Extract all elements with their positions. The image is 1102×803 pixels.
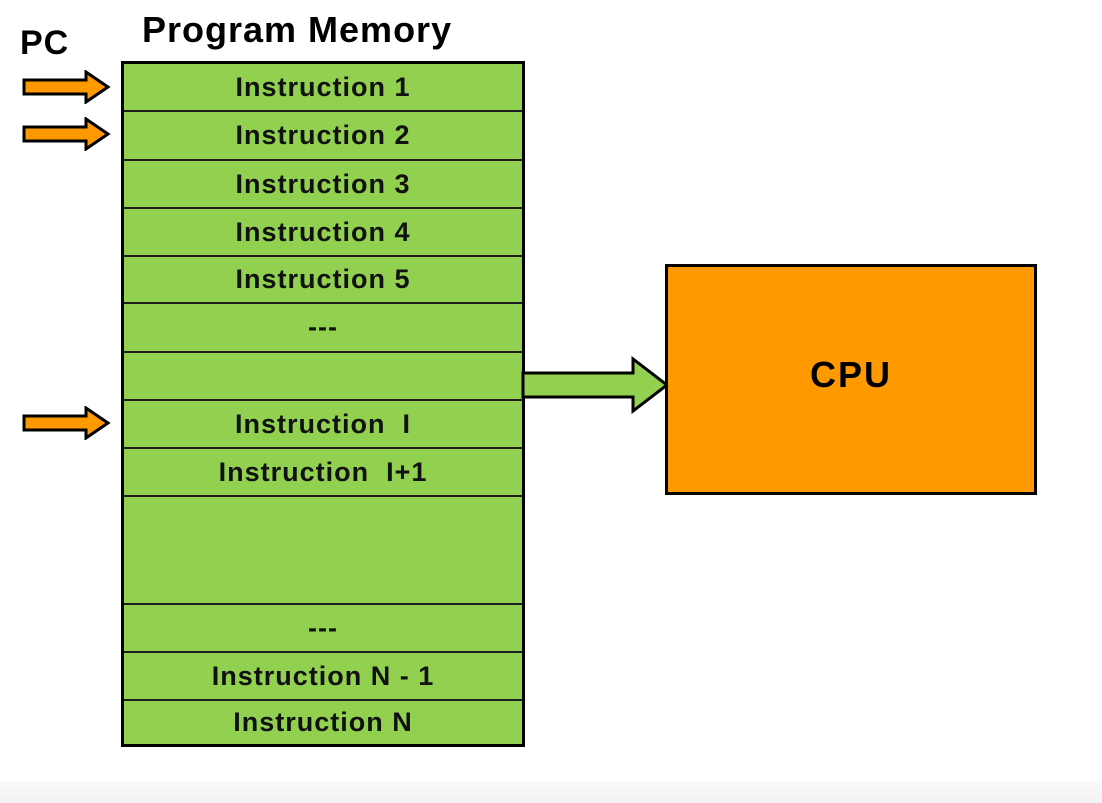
memory-cell-instruction-4: Instruction 4	[124, 209, 522, 257]
program-memory-block: Instruction 1 Instruction 2 Instruction …	[121, 61, 525, 747]
memory-cell-instruction-n: Instruction N	[233, 707, 413, 737]
memory-cell-instruction-n-minus-1: Instruction N - 1	[124, 653, 522, 701]
memory-cell-instruction-i: Instruction I	[124, 401, 522, 449]
pc-arrow-1	[22, 70, 111, 104]
cpu-label: CPU	[809, 353, 892, 395]
memory-to-cpu-arrow	[521, 356, 670, 415]
memory-cell-instruction-3: Instruction 3	[124, 161, 522, 209]
pc-label: PC	[20, 24, 70, 62]
memory-cell-empty-1	[124, 353, 522, 401]
memory-cell-instruction-i-plus-1: Instruction I+1	[124, 449, 522, 497]
memory-cell-instruction-1: Instruction 1	[124, 64, 522, 112]
pc-arrow-2	[22, 117, 111, 151]
bottom-strip	[0, 781, 1102, 803]
pc-arrow-3	[22, 406, 111, 440]
memory-cell-instruction-5: Instruction 5	[124, 257, 522, 304]
memory-cell-ellipsis-1: ---	[124, 304, 522, 353]
cpu-block: CPU	[665, 264, 1037, 495]
program-memory-title: Program Memory	[142, 9, 453, 50]
memory-cell-empty-2	[124, 497, 522, 605]
memory-cell-instruction-2: Instruction 2	[124, 112, 522, 161]
memory-cell-ellipsis-2: ---	[124, 605, 522, 653]
